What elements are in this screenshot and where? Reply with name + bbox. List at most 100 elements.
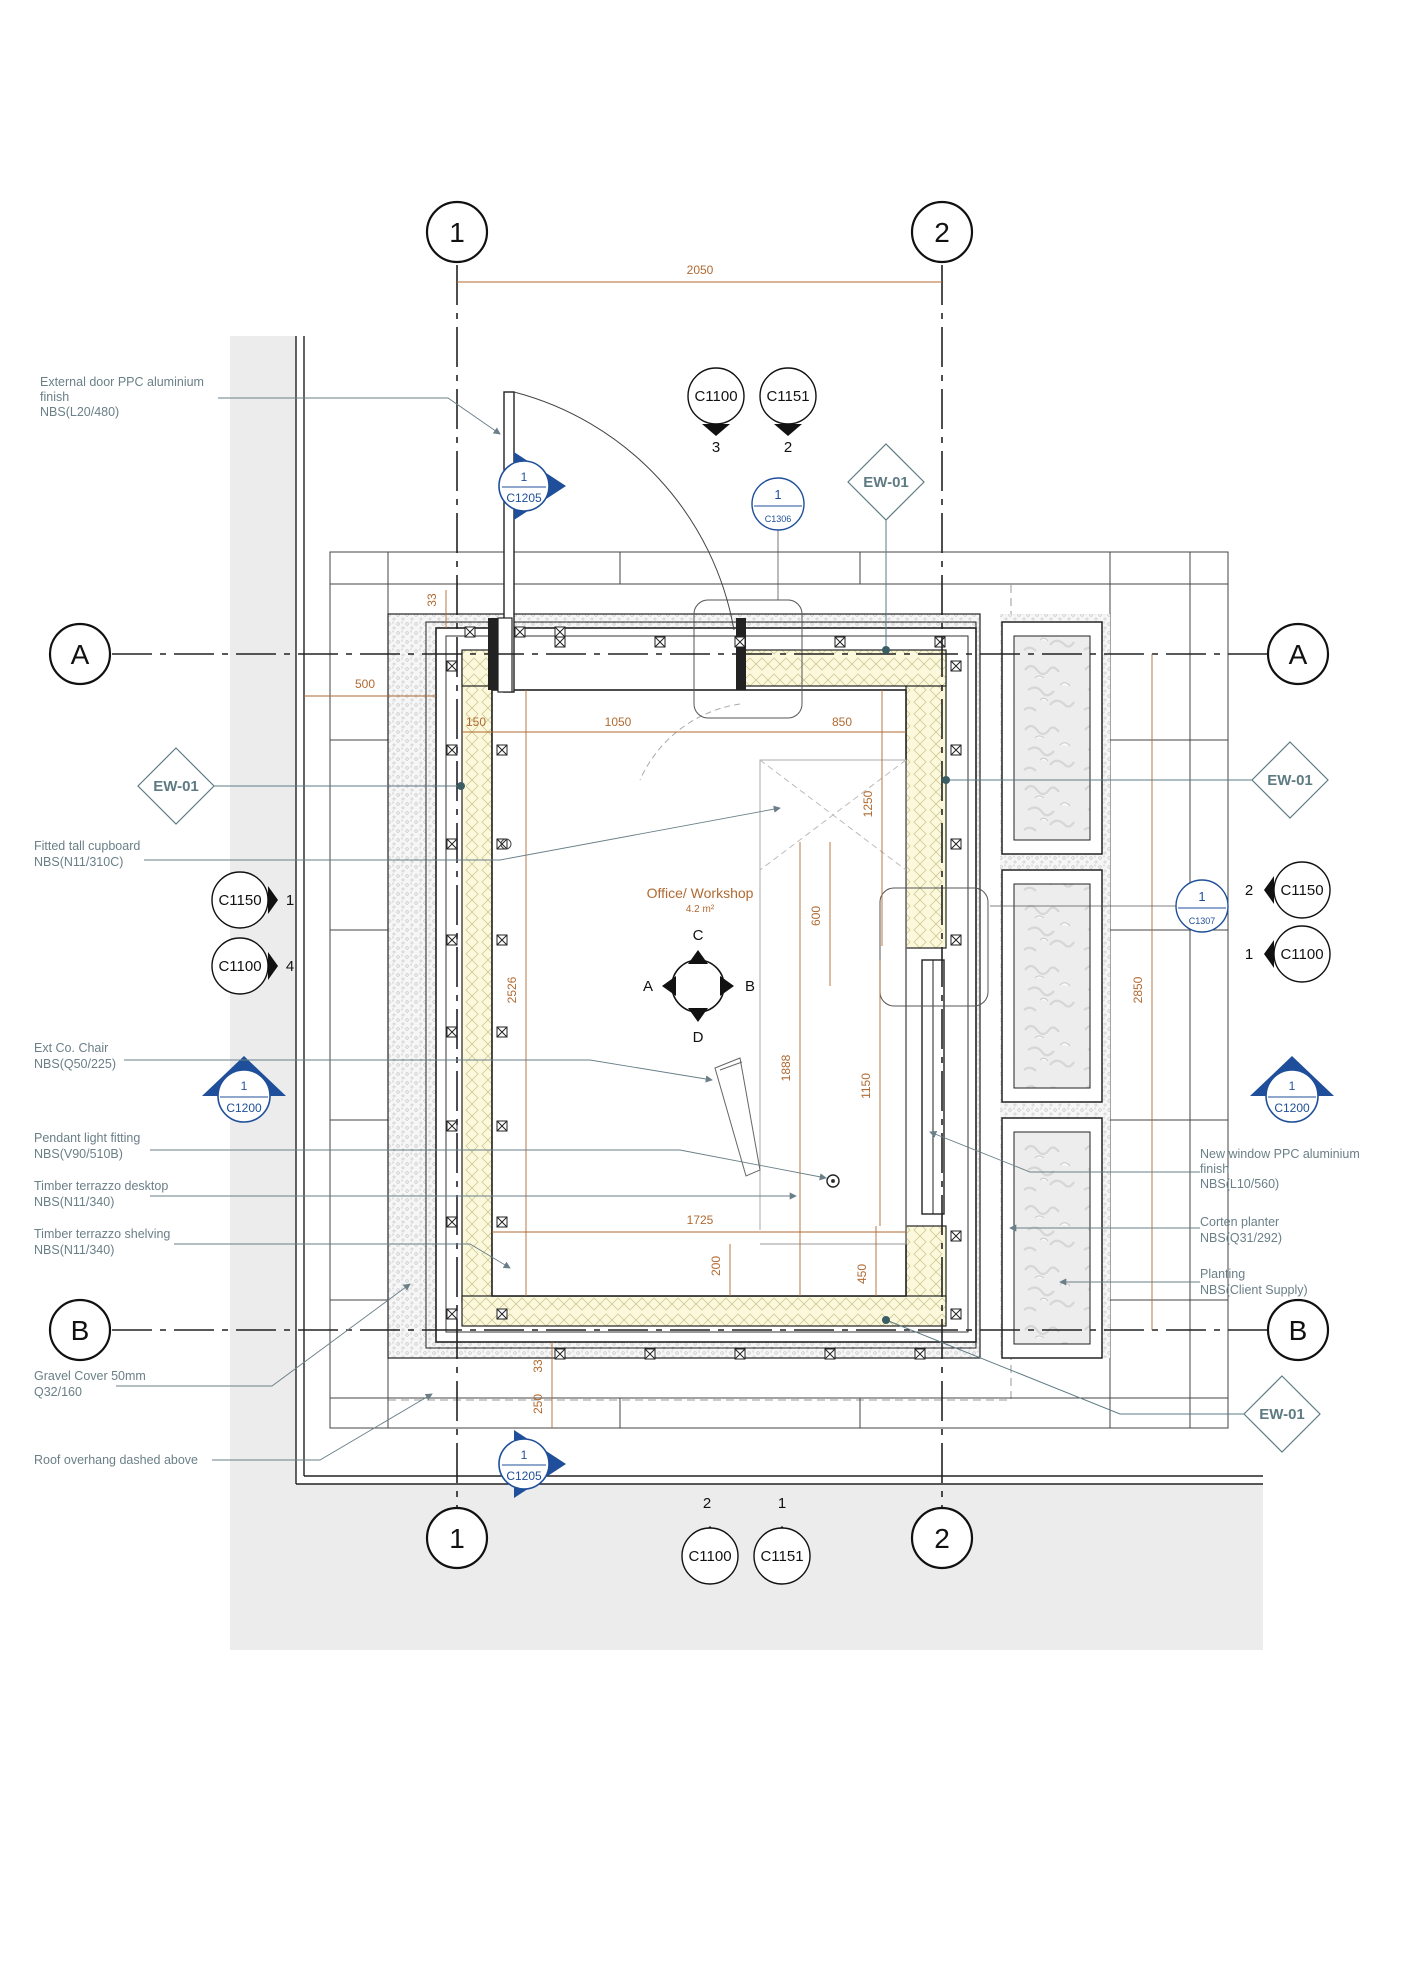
dimension-label: 2050 (687, 263, 714, 277)
grid-label: 2 (934, 1523, 950, 1554)
wall-stud-cross (446, 838, 458, 850)
dimension-label: 450 (855, 1264, 869, 1284)
note-desktop: Timber terrazzo desktop NBS(N11/340) (34, 1179, 168, 1209)
note-pendant: Pendant light fitting NBS(V90/510B) (34, 1131, 140, 1161)
wall-stud-cross (950, 934, 962, 946)
grid-bubble-a-left: A (48, 622, 112, 686)
wall-stud-cross (446, 934, 458, 946)
room-label: Office/ Workshop 4.2 m² (647, 885, 754, 915)
view-number: 4 (286, 958, 294, 975)
note-line: finish (1200, 1162, 1229, 1176)
grid-bubble-b-right: B (1266, 1298, 1330, 1362)
wall-stud-cross (496, 1308, 508, 1320)
note-planter: Corten planter NBS(Q31/292) (1200, 1215, 1282, 1245)
wall-stud-cross (644, 1348, 656, 1360)
dimension-label: 200 (709, 1256, 723, 1276)
grid-bubble-1-bottom: 1 (425, 1506, 489, 1570)
wall-stud-cross (734, 1348, 746, 1360)
section-reference-top-left: 1 C1205 (498, 452, 566, 520)
view-sheet: C1100 (694, 388, 737, 405)
wall-stud-cross (446, 744, 458, 756)
view-sheet: C1150 (1280, 882, 1323, 899)
grid-label: 2 (934, 217, 950, 248)
wall-stud-cross (496, 934, 508, 946)
wall-tag-label: EW-01 (863, 474, 909, 491)
elevation-label-a: A (643, 978, 653, 995)
wall-stud-cross (950, 838, 962, 850)
wall-stud-cross (934, 636, 946, 648)
wall-stud-cross (914, 1348, 926, 1360)
dimension-label: 150 (466, 715, 486, 729)
room-area: 4.2 m² (686, 904, 715, 915)
wall-tag-right: EW-01 (942, 741, 1329, 819)
dimension-label: 1250 (861, 790, 875, 817)
wall-stud-cross (496, 838, 508, 850)
view-number: 2 (1245, 882, 1253, 899)
detail-reference-door: 1 C1306 (751, 477, 805, 601)
grid-label: 1 (449, 217, 465, 248)
note-line: finish (40, 390, 69, 404)
section-reference-right: 1 C1200 (1250, 1056, 1334, 1123)
section-number: 1 (241, 1079, 248, 1093)
wall-studs (446, 626, 962, 1360)
grid-bubble-a-right: A (1266, 622, 1330, 686)
note-line: Corten planter (1200, 1215, 1279, 1229)
view-sheet: C1151 (766, 388, 809, 405)
view-sheet: C1100 (218, 958, 261, 975)
grid-bubble-2-bottom: 2 (910, 1506, 974, 1570)
wall-stud-cross (824, 1348, 836, 1360)
note-line: NBS(Client Supply) (1200, 1283, 1308, 1297)
section-reference-bottom-left: 1 C1205 (498, 1430, 566, 1498)
wall-tag-left: EW-01 (137, 747, 465, 825)
section-reference-left: 1 C1200 (202, 1056, 286, 1123)
view-reference-bottom-1: C1100 2 (681, 1495, 739, 1585)
grid-label: A (1289, 639, 1308, 670)
view-reference-top-1: C1100 3 (687, 367, 745, 456)
note-planting: Planting NBS(Client Supply) (1200, 1267, 1308, 1297)
note-line: Roof overhang dashed above (34, 1453, 198, 1467)
wall-tag-label: EW-01 (1259, 1406, 1305, 1423)
note-line: Timber terrazzo desktop (34, 1179, 168, 1193)
note-line: External door PPC aluminium (40, 375, 204, 389)
interior-elevation-marker: C D A B (643, 927, 755, 1046)
wall-stud-cross (446, 1026, 458, 1038)
section-number: 1 (1289, 1079, 1296, 1093)
note-line: Fitted tall cupboard (34, 839, 140, 853)
dimension-label: 500 (355, 677, 375, 691)
note-line: NBS(V90/510B) (34, 1147, 123, 1161)
note-external-door: External door PPC aluminium finish NBS(L… (40, 375, 204, 419)
wall-stud-cross (496, 1026, 508, 1038)
corten-planters (1001, 621, 1103, 1359)
view-sheet: C1151 (760, 1548, 803, 1565)
view-number: 1 (1245, 946, 1253, 963)
dimension-label: 33 (425, 593, 439, 607)
wall-stud-cross (496, 1120, 508, 1132)
note-line: Ext Co. Chair (34, 1041, 108, 1055)
section-sheet: C1200 (226, 1101, 262, 1115)
view-sheet: C1150 (218, 892, 261, 909)
note-line: Q32/160 (34, 1385, 82, 1399)
wall-stud-cross (950, 744, 962, 756)
dimension-label: 2850 (1131, 976, 1145, 1003)
view-sheet: C1100 (1280, 946, 1323, 963)
section-number: 1 (521, 1448, 528, 1462)
wall-stud-cross (446, 1308, 458, 1320)
view-reference-left-2: C1100 4 (211, 937, 294, 995)
annotation-notes: External door PPC aluminium finish NBS(L… (34, 375, 1360, 1467)
detail-number: 1 (1198, 889, 1205, 904)
section-sheet: C1205 (506, 491, 542, 505)
grid-label: B (1289, 1315, 1308, 1346)
view-reference-right-2: C1100 1 (1245, 925, 1331, 983)
detail-sheet: C1307 (1189, 916, 1216, 926)
grid-bubbles: 1 2 1 2 A A B B (48, 200, 1330, 1570)
note-shelving: Timber terrazzo shelving NBS(N11/340) (34, 1227, 170, 1257)
interior-fittings (500, 599, 989, 1245)
wall-stud-cross (464, 626, 476, 638)
elevation-label-d: D (693, 1029, 704, 1046)
note-line: NBS(N11/310C) (34, 855, 123, 869)
external-door (497, 391, 735, 693)
wall-stud-cross (950, 660, 962, 672)
dimension-label: 1050 (605, 715, 632, 729)
grid-bubble-1-top: 1 (425, 200, 489, 264)
